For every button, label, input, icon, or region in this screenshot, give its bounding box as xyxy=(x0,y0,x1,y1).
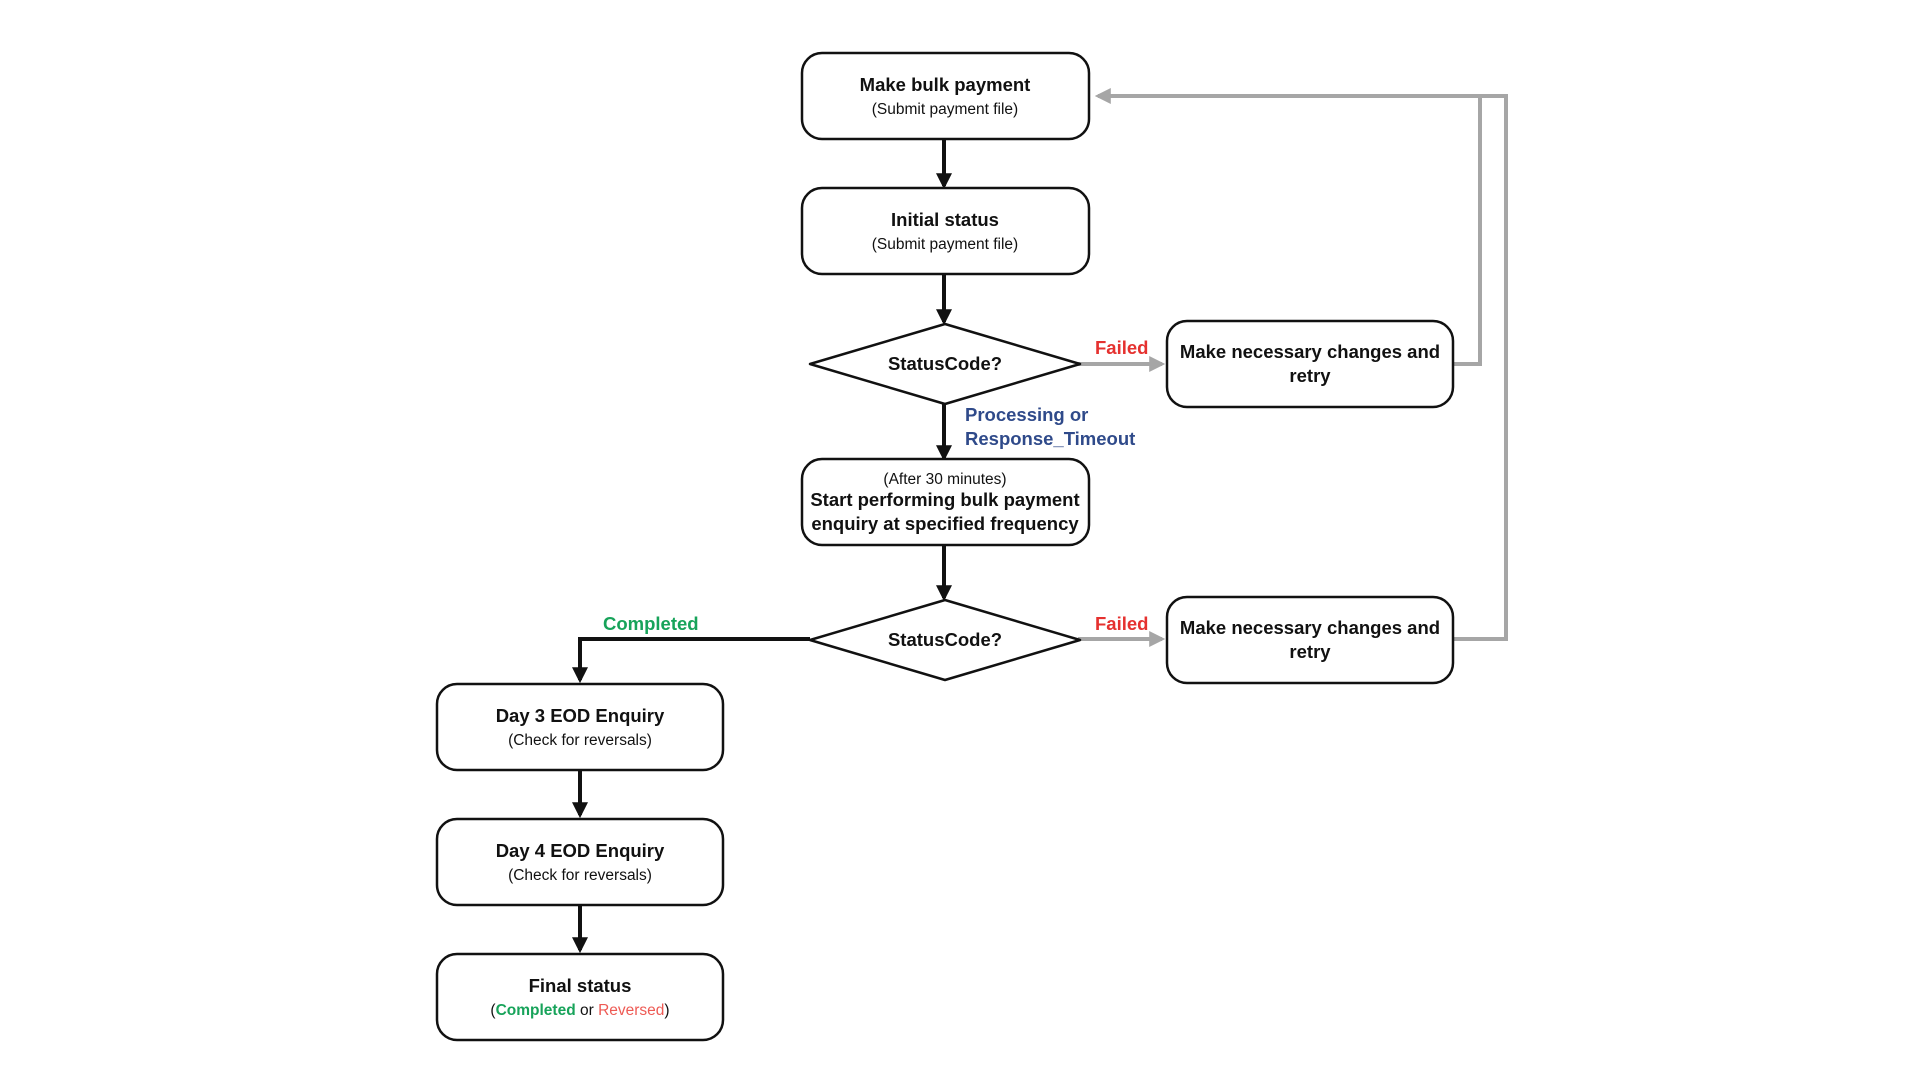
node-title-line2: enquiry at specified frequency xyxy=(811,513,1079,534)
arrow-completed-to-day3 xyxy=(572,637,810,684)
node-initial-status: Initial status (Submit payment file) xyxy=(800,186,1091,276)
node-title-line2: retry xyxy=(1289,365,1331,386)
node-title-line2: retry xyxy=(1289,641,1331,662)
node-title: Day 4 EOD Enquiry xyxy=(496,840,665,861)
node-subtitle: (Check for reversals) xyxy=(508,732,652,749)
decision-label: StatusCode? xyxy=(888,353,1002,374)
node-subtitle: (Submit payment file) xyxy=(872,236,1018,253)
node-title: Day 3 EOD Enquiry xyxy=(496,705,665,726)
arrow-retry1-loop xyxy=(1094,88,1482,366)
reversed-outcome: Reversed xyxy=(598,1002,664,1019)
edge-label-processing-line2: Response_Timeout xyxy=(965,428,1135,449)
node-title-line1: Make necessary changes and xyxy=(1180,341,1440,362)
final-status-outcomes: (Completed or Reversed) xyxy=(490,1002,669,1019)
node-title-line1: Make necessary changes and xyxy=(1180,617,1440,638)
node-title: Final status xyxy=(529,975,632,996)
completed-outcome: Completed xyxy=(496,1002,576,1019)
node-title: Make bulk payment xyxy=(860,74,1031,95)
edge-label-failed-2: Failed xyxy=(1095,613,1148,634)
decision-status-code-2: StatusCode? xyxy=(808,598,1082,682)
node-day3-eod-enquiry: Day 3 EOD Enquiry (Check for reversals) xyxy=(435,682,725,772)
node-pre-note: (After 30 minutes) xyxy=(883,471,1006,488)
arrow-retry2-loop xyxy=(1454,94,1508,641)
node-day4-eod-enquiry: Day 4 EOD Enquiry (Check for reversals) xyxy=(435,817,725,907)
node-title-line1: Start performing bulk payment xyxy=(810,489,1079,510)
node-subtitle: (Submit payment file) xyxy=(872,101,1018,118)
node-subtitle: (Check for reversals) xyxy=(508,867,652,884)
decision-label: StatusCode? xyxy=(888,629,1002,650)
decision-status-code-1: StatusCode? xyxy=(808,322,1082,406)
node-bulk-enquiry: (After 30 minutes) Start performing bulk… xyxy=(800,457,1091,547)
node-retry-1: Make necessary changes and retry xyxy=(1165,319,1455,409)
edge-label-processing-line1: Processing or xyxy=(965,404,1088,425)
node-make-bulk-payment: Make bulk payment (Submit payment file) xyxy=(800,51,1091,141)
edge-label-completed: Completed xyxy=(603,613,699,634)
node-title: Initial status xyxy=(891,209,999,230)
node-final-status: Final status (Completed or Reversed) xyxy=(435,952,725,1042)
edge-label-failed-1: Failed xyxy=(1095,337,1148,358)
node-retry-2: Make necessary changes and retry xyxy=(1165,595,1455,685)
